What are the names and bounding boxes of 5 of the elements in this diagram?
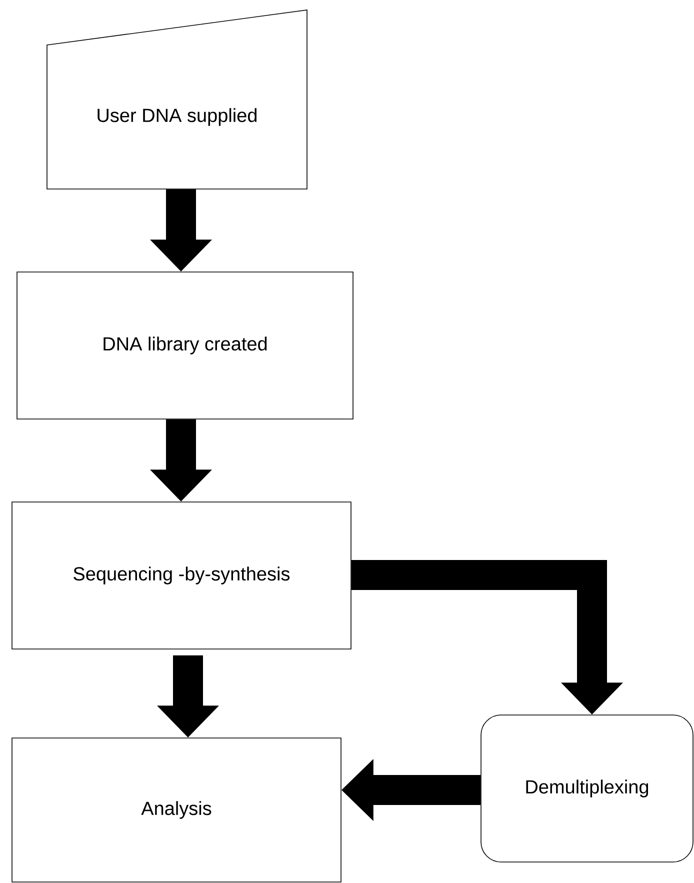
process-box: Demultiplexing bbox=[480, 714, 694, 862]
process-box: DNA library created bbox=[16, 272, 354, 420]
process-box: Sequencing -by-synthesis bbox=[12, 502, 352, 650]
process-box: Analysis bbox=[12, 738, 342, 882]
input-box: User DNA supplied bbox=[46, 10, 308, 190]
